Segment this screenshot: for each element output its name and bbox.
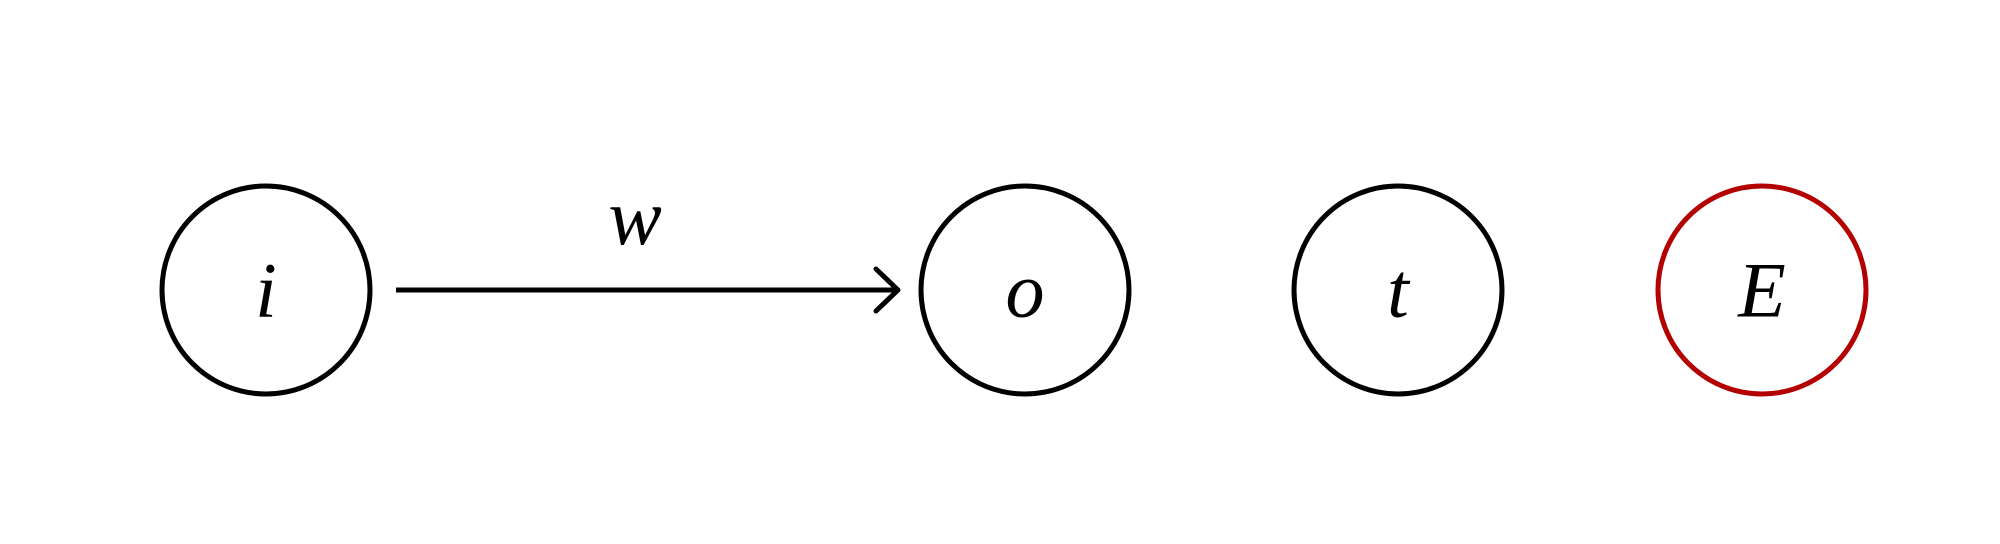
node-i-label: i [255, 247, 277, 334]
node-i-circle [159, 183, 373, 397]
edge-i-to-o-arrowhead [873, 266, 901, 314]
node-i: i [159, 183, 373, 397]
node-o-label: o [1006, 247, 1045, 334]
node-E-circle [1655, 183, 1869, 397]
node-o-circle [918, 183, 1132, 397]
node-t-label: t [1387, 247, 1411, 334]
node-t-circle [1291, 183, 1505, 397]
node-E-label: E [1737, 247, 1786, 334]
node-o: o [918, 183, 1132, 397]
edge-i-to-o: w [396, 174, 901, 314]
edge-i-to-o-label: w [608, 174, 661, 262]
node-E: E [1655, 183, 1869, 397]
node-t: t [1291, 183, 1505, 397]
